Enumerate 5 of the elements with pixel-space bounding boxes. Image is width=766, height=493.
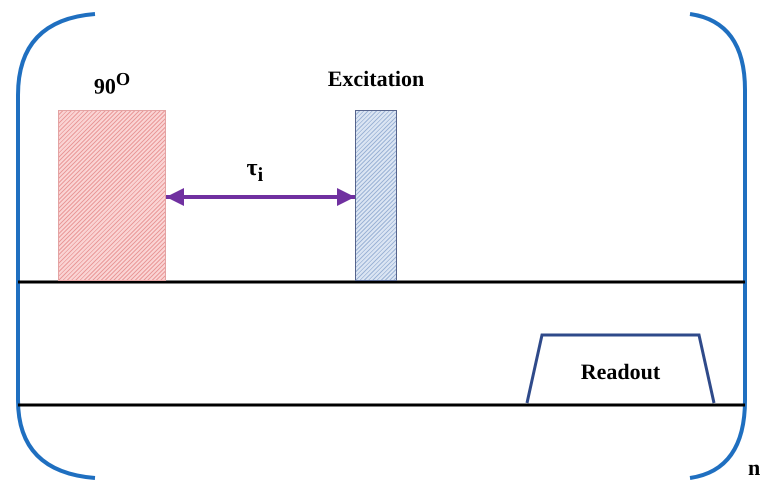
repeat-count: n [748,455,760,481]
readout-label: Readout [580,359,660,385]
pulse-label: 90$^{O}$ [94,68,130,100]
pulse-label: Excitation [328,66,424,92]
double-arrow [166,188,355,206]
